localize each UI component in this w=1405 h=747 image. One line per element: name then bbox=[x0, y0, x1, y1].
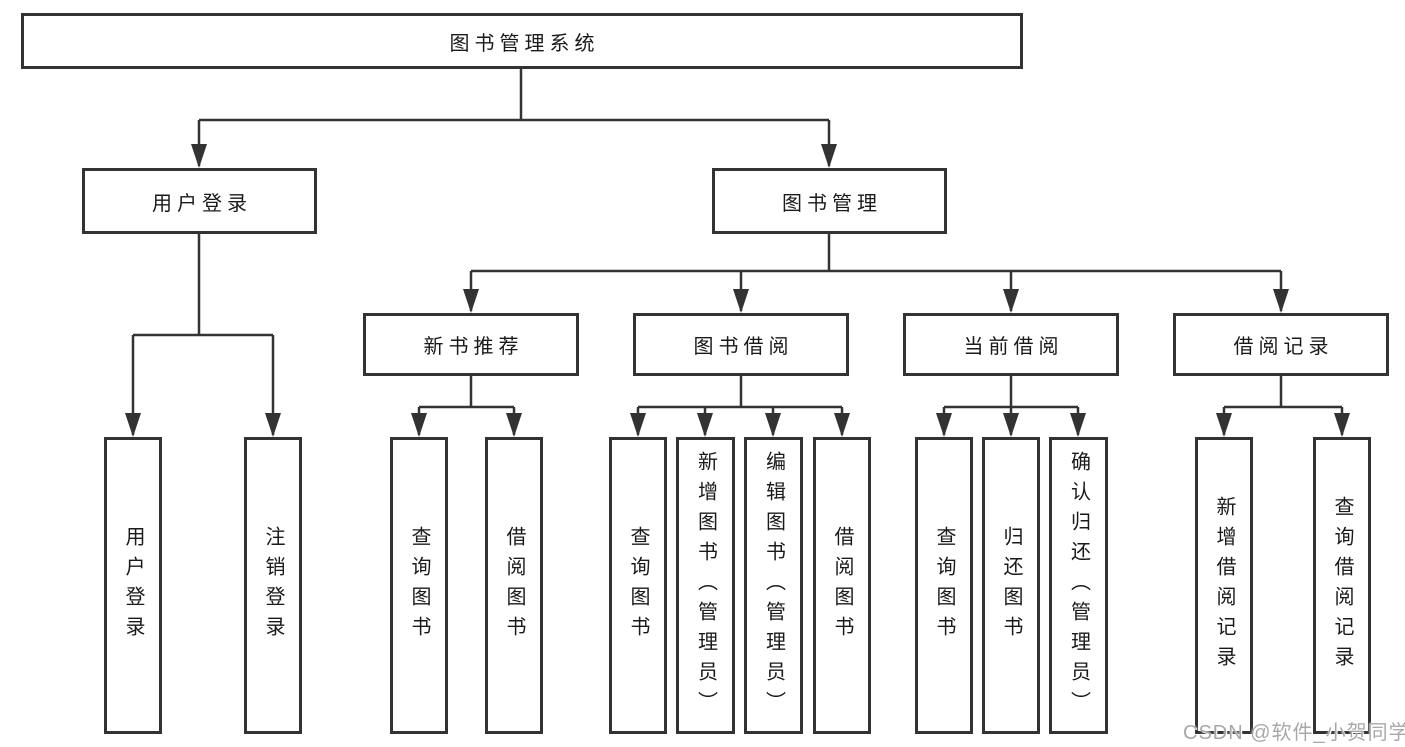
leaf-current-query-books-label: 查询图书 bbox=[933, 525, 955, 646]
node-book-management-label: 图书管理 bbox=[782, 192, 882, 215]
node-borrowing-records-label: 借阅记录 bbox=[1233, 336, 1334, 358]
leaf-recommend-query-books: 查询图书 bbox=[390, 437, 448, 734]
leaf-edit-books-admin-label: 编辑图书（管理员） bbox=[762, 450, 785, 721]
arrowheads bbox=[125, 144, 1350, 437]
node-new-book-recommend: 新书推荐 bbox=[363, 313, 579, 376]
node-user-login-label: 用户登录 bbox=[152, 192, 252, 215]
leaf-current-query-books: 查询图书 bbox=[915, 437, 973, 734]
leaf-borrow-query-books: 查询图书 bbox=[609, 437, 667, 734]
leaf-borrow-books: 借阅图书 bbox=[813, 437, 871, 734]
leaf-edit-books-admin: 编辑图书（管理员） bbox=[744, 437, 803, 734]
leaf-return-books: 归还图书 bbox=[982, 437, 1040, 734]
leaf-borrow-books-label: 借阅图书 bbox=[831, 525, 853, 646]
node-new-book-recommend-label: 新书推荐 bbox=[423, 336, 524, 358]
leaf-recommend-borrow-books-label: 借阅图书 bbox=[503, 525, 525, 646]
leaf-user-login-label: 用户登录 bbox=[122, 525, 144, 646]
node-book-borrowing-label: 图书借阅 bbox=[693, 336, 794, 358]
leaf-recommend-borrow-books: 借阅图书 bbox=[485, 437, 543, 734]
leaf-add-borrow-record: 新增借阅记录 bbox=[1195, 437, 1253, 734]
node-root-label: 图书管理系统 bbox=[449, 32, 600, 55]
node-book-management: 图书管理 bbox=[712, 168, 947, 234]
leaf-logout-label: 注销登录 bbox=[262, 525, 284, 646]
node-borrowing-records: 借阅记录 bbox=[1173, 313, 1389, 376]
leaf-user-login: 用户登录 bbox=[104, 437, 162, 734]
leaf-confirm-return-admin-label: 确认归还（管理员） bbox=[1067, 450, 1090, 721]
leaf-confirm-return-admin: 确认归还（管理员） bbox=[1049, 437, 1108, 734]
leaf-return-books-label: 归还图书 bbox=[1000, 525, 1022, 646]
leaf-query-borrow-record: 查询借阅记录 bbox=[1313, 437, 1371, 734]
leaf-logout: 注销登录 bbox=[244, 437, 302, 734]
node-current-borrowing: 当前借阅 bbox=[903, 313, 1119, 376]
node-current-borrowing-label: 当前借阅 bbox=[963, 336, 1064, 358]
leaf-add-books-admin-label: 新增图书（管理员） bbox=[694, 450, 717, 721]
csdn-watermark: CSDN @软件_小贺同学 bbox=[1183, 722, 1405, 744]
node-book-borrowing: 图书借阅 bbox=[633, 313, 849, 376]
leaf-recommend-query-books-label: 查询图书 bbox=[408, 525, 430, 646]
leaf-query-borrow-record-label: 查询借阅记录 bbox=[1331, 495, 1353, 676]
node-user-login: 用户登录 bbox=[82, 168, 317, 234]
leaf-borrow-query-books-label: 查询图书 bbox=[627, 525, 649, 646]
leaf-add-books-admin: 新增图书（管理员） bbox=[676, 437, 735, 734]
leaf-add-borrow-record-label: 新增借阅记录 bbox=[1213, 495, 1235, 676]
node-root-library-system: 图书管理系统 bbox=[21, 13, 1023, 69]
